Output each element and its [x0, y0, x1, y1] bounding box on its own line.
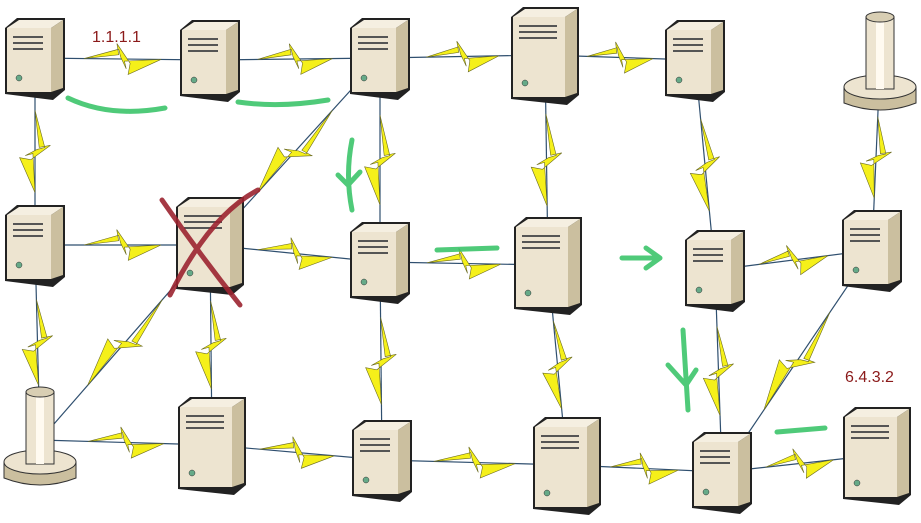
- lightning-link-icon: [365, 317, 397, 405]
- route-arrow-annotation: [774, 425, 828, 435]
- tower-server-icon[interactable]: [350, 18, 410, 100]
- lightning-link-icon: [765, 448, 834, 479]
- lightning-link-icon: [195, 300, 227, 390]
- address-label-destination: 6.4.3.2: [845, 369, 894, 386]
- lightning-link-icon: [364, 115, 396, 205]
- tower-server-icon[interactable]: [692, 432, 752, 514]
- lightning-link-icon: [259, 436, 335, 469]
- large-server-icon[interactable]: [511, 7, 579, 105]
- route-arrow-annotation: [65, 95, 168, 114]
- lightning-link-icon: [88, 426, 164, 459]
- large-server-icon[interactable]: [178, 397, 246, 495]
- route-arrow-annotation: [335, 137, 363, 213]
- route-arrow-annotation: [665, 327, 699, 413]
- lightning-link-icon: [83, 43, 162, 75]
- tower-server-icon[interactable]: [665, 20, 725, 102]
- failure-cross-icon: [159, 187, 261, 308]
- large-server-icon[interactable]: [843, 407, 911, 505]
- tower-server-icon[interactable]: [5, 205, 65, 287]
- large-server-icon[interactable]: [533, 417, 601, 515]
- lightning-link-icon: [257, 237, 333, 270]
- router-pillar-icon[interactable]: [3, 386, 77, 486]
- lightning-link-icon: [21, 299, 53, 386]
- lightning-link-icon: [586, 41, 654, 74]
- tower-server-icon[interactable]: [5, 18, 65, 100]
- lightning-link-icon: [87, 299, 163, 386]
- annotations-layer: [65, 95, 828, 435]
- tower-server-icon[interactable]: [350, 222, 410, 304]
- lightning-link-icon: [530, 113, 562, 207]
- lightning-link-icon: [859, 116, 892, 199]
- failure-cross: [159, 187, 261, 308]
- lightning-link-icon: [689, 118, 720, 212]
- lightning-link-icon: [19, 110, 51, 193]
- lightning-link-icon: [763, 312, 831, 410]
- lightning-link-icon: [758, 245, 829, 276]
- router-pillar-icon[interactable]: [843, 11, 917, 111]
- lightning-link-icon: [83, 229, 162, 261]
- tower-server-icon[interactable]: [685, 230, 745, 312]
- route-arrow-annotation: [619, 245, 663, 271]
- lightning-link-icon: [702, 326, 734, 416]
- large-server-icon[interactable]: [514, 217, 582, 315]
- tower-server-icon[interactable]: [180, 20, 240, 102]
- tower-server-icon[interactable]: [842, 210, 902, 292]
- address-label-source: 1.1.1.1: [92, 29, 141, 46]
- lightning-link-icon: [433, 446, 516, 479]
- lightning-link-icon: [257, 43, 333, 75]
- links-layer: [19, 41, 892, 485]
- lightning-link-icon: [426, 41, 499, 73]
- nodes-layer: [3, 7, 917, 515]
- lightning-link-icon: [542, 320, 573, 410]
- lightning-link-icon: [610, 452, 679, 485]
- tower-server-icon[interactable]: [352, 420, 412, 502]
- route-arrow-annotation: [434, 245, 500, 253]
- route-arrow-annotation: [235, 97, 331, 108]
- large-server-icon[interactable]: [176, 197, 244, 295]
